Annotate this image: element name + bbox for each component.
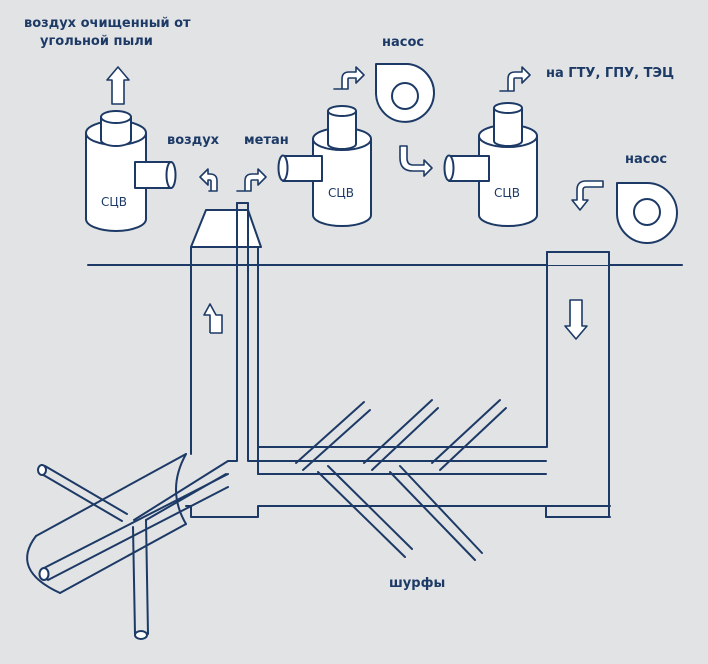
- from-pump-arrow-icon: [399, 145, 433, 177]
- separator-3: СЦВ: [443, 102, 538, 227]
- clean-air-label-line2: угольной пыли: [40, 34, 153, 49]
- consumers-label: на ГТУ, ГПУ, ТЭЦ: [546, 66, 674, 81]
- air-flow-arrow-icon: [199, 168, 218, 192]
- pump-top-label: насос: [382, 35, 424, 50]
- down-arrow-shaft-icon: [564, 299, 588, 340]
- clean-air-up-arrow-icon: [106, 66, 130, 105]
- shaft-headframe: [190, 209, 262, 248]
- methane-label: метан: [244, 133, 289, 148]
- inclined-tunnel: [26, 453, 187, 594]
- to-consumers-arrow-icon: [499, 66, 531, 92]
- air-shaft: [190, 209, 262, 475]
- pits-label: шурфы: [389, 576, 445, 591]
- branch-pipe-lower: [132, 519, 149, 640]
- separator-3-label: СЦВ: [494, 186, 520, 200]
- main-gallery: [185, 446, 611, 518]
- separator-2: СЦВ: [277, 105, 372, 227]
- right-shaft: [545, 251, 611, 518]
- methane-pipeline: [133, 202, 547, 521]
- pits-bores: [295, 399, 507, 561]
- lower-pipe-end: [134, 630, 148, 640]
- separator-1: СЦВ: [85, 110, 177, 232]
- pipe-end-opening: [38, 567, 50, 581]
- up-arrow-shaft-icon: [203, 303, 223, 334]
- separator-2-label: СЦВ: [328, 186, 354, 200]
- to-pump-arrow-icon: [333, 66, 365, 90]
- pump-return-arrow-icon: [571, 180, 604, 211]
- pump-right-label: насос: [625, 152, 667, 167]
- air-label: воздух: [167, 133, 220, 148]
- separator-1-label: СЦВ: [101, 195, 127, 209]
- methane-flow-arrow-icon: [236, 168, 267, 192]
- branch-pipe-upper: [37, 464, 128, 522]
- branch-pipe-end: [37, 464, 47, 476]
- clean-air-label-line1: воздух очищенный от: [24, 16, 191, 31]
- pump-right: [615, 182, 678, 244]
- pump-top: [375, 63, 435, 123]
